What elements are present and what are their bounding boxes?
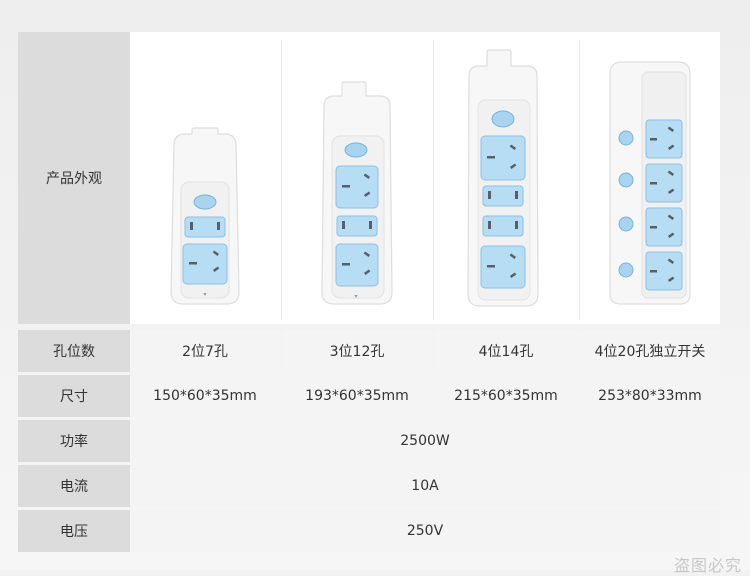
size-cell-2: 193*60*35mm bbox=[282, 375, 432, 417]
power-strip-4-outlet-switched-image bbox=[609, 61, 691, 305]
row-label-current: 电流 bbox=[18, 465, 130, 507]
row-label-voltage: 电压 bbox=[18, 510, 130, 552]
holes-cell-1: 2位7孔 bbox=[130, 330, 280, 372]
svg-text:▾: ▾ bbox=[354, 293, 357, 300]
row-label-text: 功率 bbox=[60, 434, 88, 450]
size-cell-3: 215*60*35mm bbox=[434, 375, 578, 417]
power-value: 2500W bbox=[130, 420, 720, 462]
size-cell-4: 253*80*33mm bbox=[580, 375, 720, 417]
row-label-size: 尺寸 bbox=[18, 375, 130, 417]
voltage-value: 250V bbox=[130, 510, 720, 552]
row-label-holes: 孔位数 bbox=[18, 330, 130, 372]
row-label-text: 孔位数 bbox=[53, 344, 95, 360]
holes-cell-3: 4位14孔 bbox=[434, 330, 578, 372]
divider bbox=[281, 40, 282, 320]
size-cell-1: 150*60*35mm bbox=[130, 375, 280, 417]
power-strip-4-outlet-image bbox=[467, 49, 539, 307]
power-strip-2-outlet-image: ▾ bbox=[170, 127, 240, 305]
watermark-text: 盗图必究 bbox=[673, 556, 742, 575]
row-label-text: 电压 bbox=[60, 524, 88, 540]
holes-cell-4: 4位20孔独立开关 bbox=[580, 330, 720, 372]
row-label-text: 尺寸 bbox=[60, 389, 88, 405]
row-label-text: 产品外观 bbox=[46, 171, 102, 187]
divider bbox=[433, 40, 434, 320]
svg-text:▾: ▾ bbox=[203, 291, 206, 298]
holes-cell-2: 3位12孔 bbox=[282, 330, 432, 372]
divider bbox=[579, 40, 580, 320]
row-label-text: 电流 bbox=[60, 479, 88, 495]
row-label-appearance: 产品外观 bbox=[18, 32, 130, 324]
power-strip-3-outlet-image: ▾ bbox=[321, 81, 393, 305]
current-value: 10A bbox=[130, 465, 720, 507]
row-label-power: 功率 bbox=[18, 420, 130, 462]
